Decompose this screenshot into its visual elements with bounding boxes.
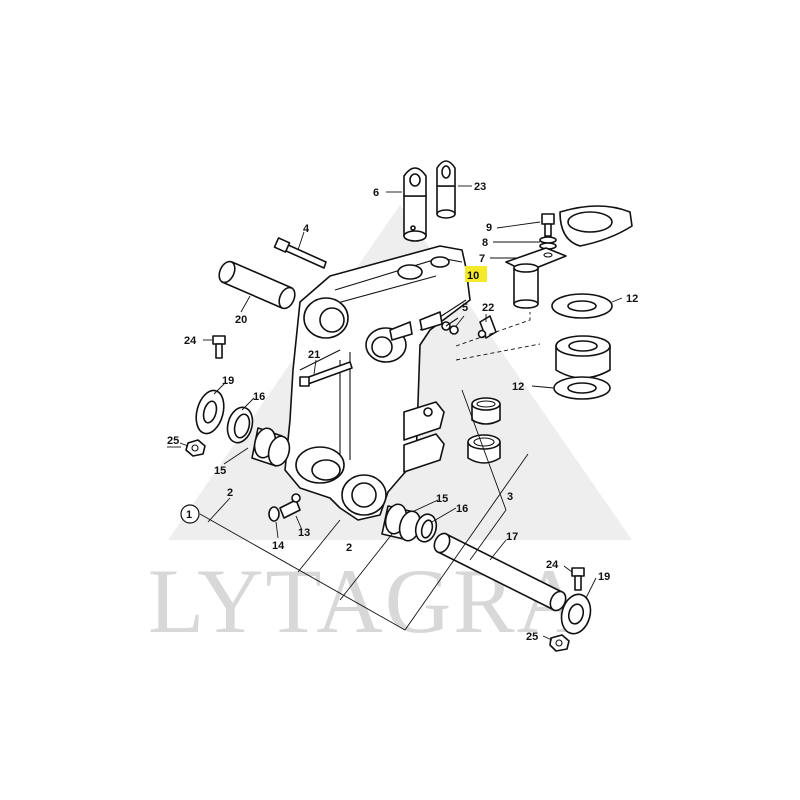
- callout-24: 24: [184, 335, 197, 347]
- bushing-lower: [467, 434, 501, 464]
- callout-15: 15: [214, 465, 226, 477]
- part-19-washer-left: [195, 389, 225, 435]
- callout-16: 16: [456, 503, 468, 515]
- callout-19: 19: [222, 375, 234, 387]
- large-bushing: [555, 335, 611, 379]
- part-4-bolt: [273, 237, 327, 269]
- parts: [185, 160, 633, 652]
- callout-1: 1: [186, 509, 192, 521]
- callout-13: 13: [298, 527, 310, 539]
- part-14-fitting: [268, 506, 280, 522]
- bushing-upper: [471, 397, 501, 425]
- callout-1-circle: [180, 504, 200, 524]
- leader-lines: [179, 185, 623, 641]
- callout-20: 20: [235, 314, 247, 326]
- part-12-washer-bottom: [553, 376, 611, 400]
- callout-9: 9: [486, 222, 492, 234]
- callout-19: 19: [598, 571, 610, 583]
- callout-24: 24: [546, 559, 559, 571]
- part-22-bolts: [477, 315, 497, 339]
- part-10-sleeve: [513, 263, 539, 309]
- callout-5: 5: [462, 302, 468, 314]
- callout-2: 2: [227, 487, 233, 499]
- callout-3: 3: [507, 491, 513, 503]
- part-17-shaft: [433, 532, 567, 612]
- part-15-bushing-right: [381, 503, 422, 542]
- callout-17: 17: [506, 531, 518, 543]
- callout-25: 25: [167, 435, 179, 447]
- part-9-bolt: [541, 213, 555, 237]
- part-20-pin: [218, 260, 296, 310]
- part-24-bolt-left: [212, 335, 226, 359]
- callout-10: 10: [467, 270, 479, 282]
- callout-7: 7: [479, 253, 485, 265]
- callout-21: 21: [308, 349, 320, 361]
- part-5-bolts: [441, 317, 459, 335]
- callout-16: 16: [253, 391, 265, 403]
- callout-8: 8: [482, 237, 488, 249]
- callout-10-highlight: [465, 266, 487, 282]
- callout-22: 22: [482, 302, 494, 314]
- callout-2: 2: [346, 542, 352, 554]
- part-25-nut-left: [185, 439, 206, 457]
- part-8-washer: [539, 236, 557, 250]
- part-13-fitting: [279, 493, 301, 519]
- swing-frame: [284, 245, 471, 521]
- part-25-nut-right: [549, 634, 570, 652]
- part-23-pin: [436, 160, 456, 219]
- callout-15: 15: [436, 493, 448, 505]
- callout-6: 6: [373, 187, 379, 199]
- callout-12: 12: [512, 381, 524, 393]
- part-12-washer-top: [551, 293, 613, 319]
- callout-25: 25: [526, 631, 538, 643]
- callout-12: 12: [626, 293, 638, 305]
- callout-14: 14: [272, 540, 285, 552]
- assembly-lines: [199, 312, 541, 631]
- watermark-text: LYTAGRA: [148, 550, 585, 652]
- callout-23: 23: [474, 181, 486, 193]
- part-6-eye-pin: [403, 167, 427, 242]
- part-16-ring-right: [414, 513, 438, 543]
- callouts: 1 2 2 3 4 5 6 7 8 9 10 12 12 13 14 15 15…: [167, 181, 638, 643]
- part-15-bushing-left: [251, 427, 291, 467]
- callout-4: 4: [303, 223, 310, 235]
- part-21-bolt: [299, 361, 353, 387]
- upper-arm: [559, 205, 633, 247]
- part-19-washer-right: [560, 593, 592, 635]
